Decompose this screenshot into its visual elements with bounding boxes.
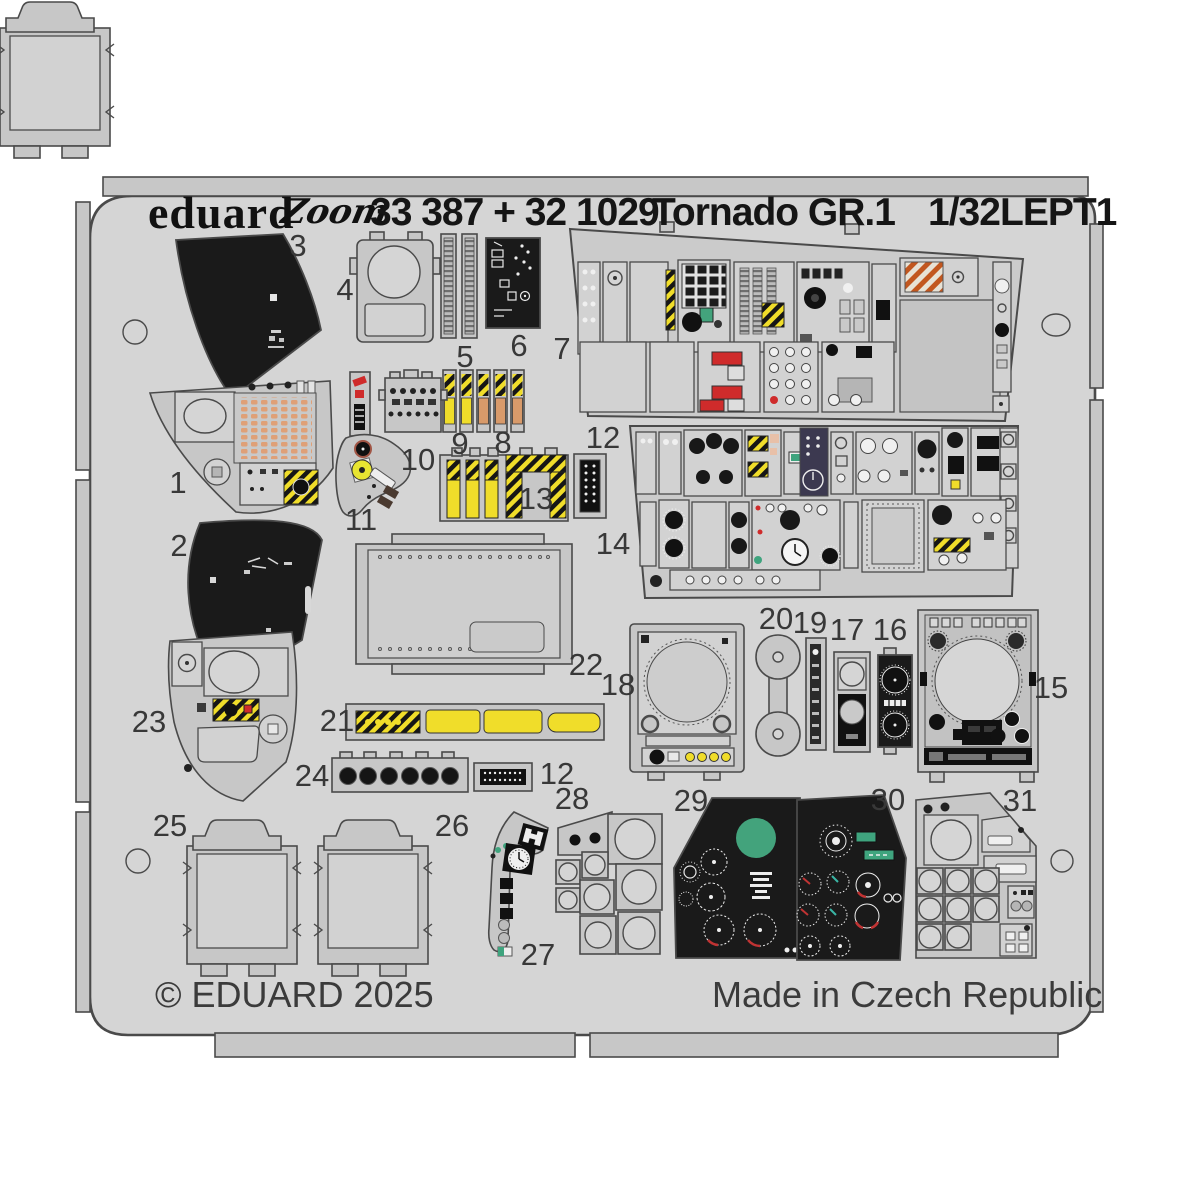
part-12-lower-shape: [473, 762, 533, 792]
part-label-12: 12: [585, 420, 621, 455]
part-label-3: 3: [289, 228, 307, 263]
part-label-30: 30: [870, 782, 906, 817]
part-20-shape: [755, 634, 801, 757]
part-label-21: 21: [319, 703, 355, 738]
part-14-shape: [628, 425, 1020, 600]
part-2-shape: [187, 519, 323, 665]
made-in-text: Made in Czech Republic: [712, 974, 1103, 1015]
part-9-shape: [442, 369, 474, 433]
part-24-shape: [331, 751, 469, 793]
part-label-12: 12: [539, 756, 575, 791]
fret-code: LEPT1: [1000, 191, 1117, 234]
copyright-text: © EDUARD 2025: [155, 974, 434, 1015]
part-label-8: 8: [494, 425, 512, 460]
part-label-19: 19: [792, 605, 828, 640]
part-label-13: 13: [518, 481, 554, 516]
part-27-shape: [487, 811, 549, 957]
part-30-shape: [796, 794, 907, 961]
part-5-shape: [440, 233, 478, 339]
part-label-14: 14: [595, 526, 631, 561]
part-label-25: 25: [152, 808, 188, 843]
part-label-28: 28: [554, 781, 590, 816]
part-18-shape: [629, 623, 745, 781]
part-4-shape: [349, 231, 441, 343]
tooling-hole: [125, 848, 151, 874]
part-label-26: 26: [434, 808, 470, 843]
part-label-29: 29: [673, 783, 709, 818]
part-label-20: 20: [758, 601, 794, 636]
part-label-31: 31: [1002, 783, 1038, 818]
part-label-15: 15: [1033, 670, 1069, 705]
part-label-10: 10: [400, 442, 436, 477]
part-label-23: 23: [131, 704, 167, 739]
part-8-shape: [476, 369, 525, 433]
part-17-shape: [833, 651, 871, 753]
part-label-16: 16: [872, 612, 908, 647]
part-label-7: 7: [553, 331, 571, 366]
part-label-1: 1: [169, 465, 187, 500]
part-31-shape: [915, 792, 1037, 959]
part-label-24: 24: [294, 758, 330, 793]
part-label-6: 6: [510, 328, 528, 363]
kit-scale: 1/32: [928, 191, 1001, 234]
eduard-logo: eduard: [148, 187, 295, 238]
part-label-4: 4: [336, 272, 354, 307]
tooling-hole: [122, 319, 148, 345]
part-label-27: 27: [520, 937, 556, 972]
kit-title: Tornado GR.1: [652, 191, 896, 234]
part-16-shape: [877, 647, 913, 755]
part-23-shape: [167, 631, 298, 802]
part-21-shape: [345, 703, 605, 741]
part-13-shape: [439, 447, 569, 522]
part-12-upper-shape: [573, 453, 607, 519]
part-1-shape: [148, 380, 334, 514]
part-29-shape: [673, 797, 801, 959]
part-label-9: 9: [451, 426, 469, 461]
part-15-shape: [917, 609, 1039, 783]
part-6-shape: [485, 237, 541, 329]
part-label-17: 17: [829, 612, 865, 647]
part-label-2: 2: [170, 528, 188, 563]
part-label-5: 5: [456, 339, 474, 374]
part-28-shape: [555, 810, 663, 955]
tooling-hole: [1050, 849, 1074, 873]
catalog-numbers: 33 387 + 32 1029: [370, 191, 660, 234]
part-label-11: 11: [344, 502, 378, 537]
tooling-hole: [1041, 313, 1071, 337]
part-22-shape: [355, 533, 573, 675]
part-11-shape: [335, 371, 412, 517]
part-19-shape: [805, 637, 827, 751]
part-10-shape: [378, 369, 448, 433]
part-label-18: 18: [600, 667, 636, 702]
part-7-shape: [568, 221, 1025, 423]
part-label-22: 22: [568, 647, 604, 682]
